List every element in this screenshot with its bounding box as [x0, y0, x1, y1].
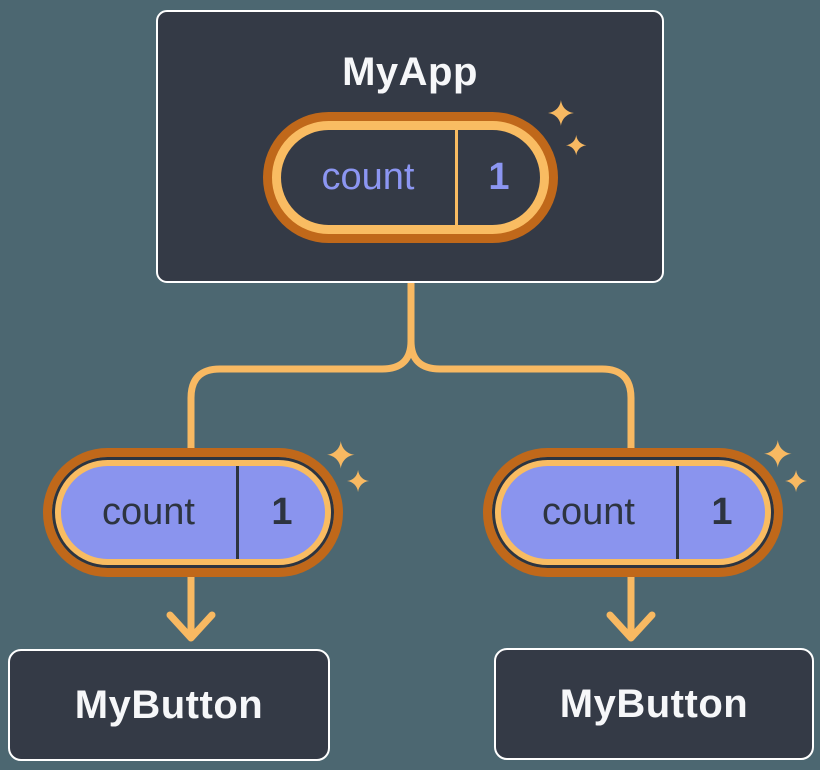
prop-pill-inner: count 1 [492, 457, 774, 568]
state-pill-inner: count 1 [272, 121, 549, 234]
state-pill-root: count 1 [263, 112, 558, 243]
prop-name: count [102, 491, 195, 533]
prop-value: 1 [676, 466, 765, 559]
prop-pill-left: count 1 [43, 448, 343, 577]
prop-name: count [542, 491, 635, 533]
component-node-mybutton-left: MyButton [8, 649, 330, 761]
component-title: MyButton [74, 682, 264, 727]
state-name: count [321, 156, 415, 198]
prop-value: 1 [236, 466, 325, 559]
component-title: MyButton [559, 681, 749, 726]
sparkle-icon [785, 470, 808, 493]
arrowhead-icon-right [606, 611, 656, 642]
arrowhead-icon-left [166, 611, 216, 642]
prop-pill-right: count 1 [483, 448, 783, 577]
sparkle-icon [347, 470, 370, 493]
sparkle-icon [764, 440, 792, 468]
state-value: 1 [455, 130, 540, 225]
prop-pill-inner: count 1 [52, 457, 334, 568]
component-node-mybutton-right: MyButton [494, 648, 814, 760]
sparkle-icon [327, 441, 355, 469]
component-title: MyApp [342, 50, 478, 94]
